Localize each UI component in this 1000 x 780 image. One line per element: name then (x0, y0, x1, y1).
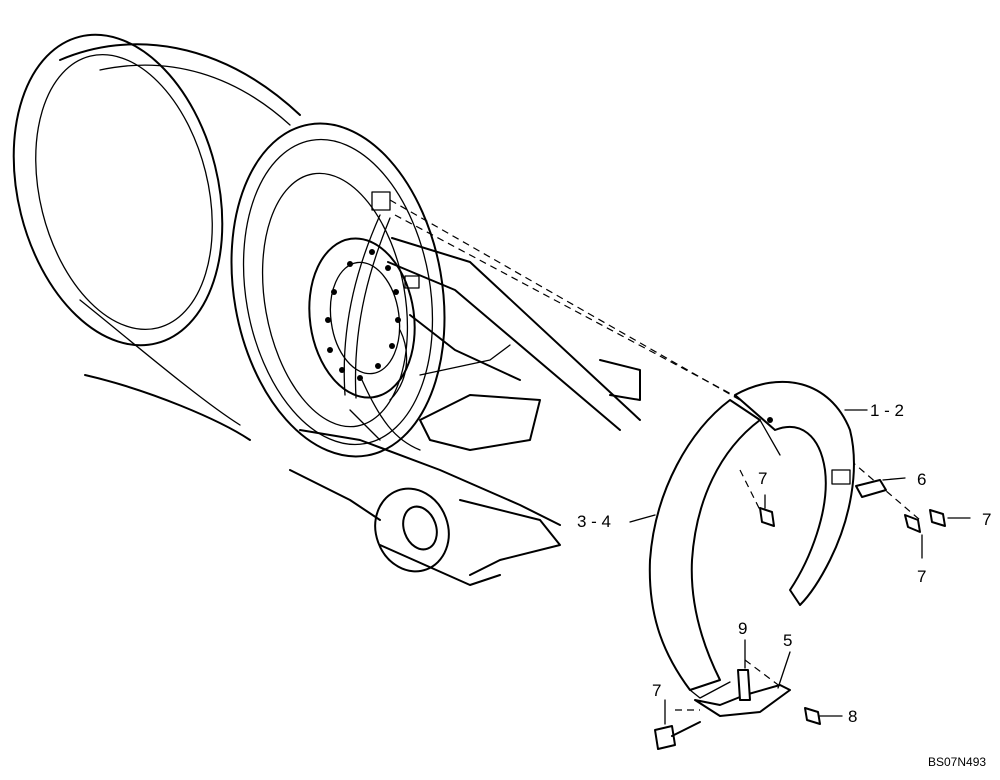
callout-7-right: 7 (982, 510, 991, 529)
mudguard-outer-part (734, 380, 855, 606)
bracket-part-6 (855, 479, 887, 498)
callout-5: 5 (783, 631, 792, 650)
mudguard-inner-part (648, 399, 761, 699)
callout-6: 6 (917, 470, 926, 489)
callout-7-lower-right: 7 (917, 567, 926, 586)
callout-1-2: 1 - 2 (870, 401, 904, 420)
clip-part-9 (737, 669, 751, 701)
callout-8: 8 (848, 707, 857, 726)
callout-7-bottom: 7 (652, 681, 661, 700)
callout-3-4: 3 - 4 (577, 512, 611, 531)
drawing-code: BS07N493 (928, 755, 986, 769)
wheel-rim (12, 33, 446, 458)
nut-part-8 (804, 707, 821, 725)
axle-assembly (289, 237, 641, 586)
wheel-hub (308, 191, 420, 401)
callout-7-upper: 7 (758, 469, 767, 488)
leader-lines (629, 409, 971, 725)
bolt-part-7 (654, 507, 946, 750)
callout-labels: 1 - 2 3 - 4 6 7 7 7 9 5 8 7 (577, 401, 991, 726)
callout-9: 9 (738, 619, 747, 638)
